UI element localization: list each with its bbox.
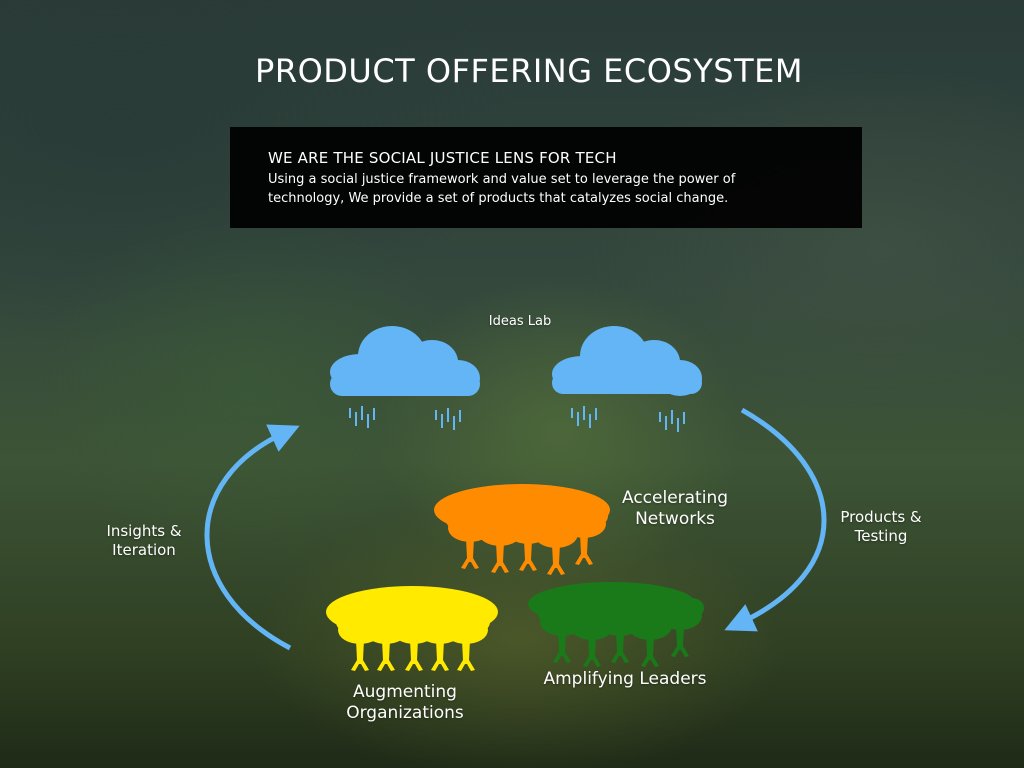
accelerating-line-1: Accelerating (621, 488, 729, 508)
info-line-2: technology, We provide a set of products… (268, 191, 729, 206)
amplifying-leaders-label: Amplifying Leaders (543, 669, 707, 689)
insights-line-1: Insights & (106, 522, 182, 540)
accelerating-trees-icon (434, 484, 610, 575)
rain-icon (349, 405, 375, 429)
augmenting-trees-icon (326, 586, 498, 671)
cloud-icon-right (552, 326, 702, 396)
rain-icon (659, 409, 685, 433)
info-heading: WE ARE THE SOCIAL JUSTICE LENS FOR TECH (268, 149, 617, 167)
products-line-1: Products & (840, 508, 922, 526)
accelerating-line-2: Networks (635, 509, 715, 530)
info-line-1: Using a social justice framework and val… (268, 172, 736, 187)
page-title: PRODUCT OFFERING ECOSYSTEM (255, 52, 803, 90)
augmenting-line-2: Organizations (346, 703, 464, 724)
augmenting-organizations-label: Augmenting Organizations (330, 682, 480, 725)
accelerating-networks-label: Accelerating Networks (600, 488, 750, 531)
products-line-2: Testing (854, 526, 908, 545)
products-testing-label: Products & Testing (826, 508, 936, 546)
augmenting-line-1: Augmenting (353, 682, 457, 702)
amplifying-trees-icon (528, 582, 704, 667)
cloud-icon-left (330, 326, 480, 396)
info-body: Using a social justice framework and val… (268, 170, 832, 208)
insights-arrow-icon (204, 424, 300, 651)
info-box: WE ARE THE SOCIAL JUSTICE LENS FOR TECH … (230, 127, 862, 228)
rain-icon (571, 405, 597, 429)
insights-iteration-label: Insights & Iteration (92, 522, 196, 560)
insights-line-2: Iteration (112, 540, 176, 559)
products-arrow-icon (724, 407, 827, 632)
rain-icon (435, 407, 461, 431)
ideas-lab-label: Ideas Lab (488, 314, 552, 329)
